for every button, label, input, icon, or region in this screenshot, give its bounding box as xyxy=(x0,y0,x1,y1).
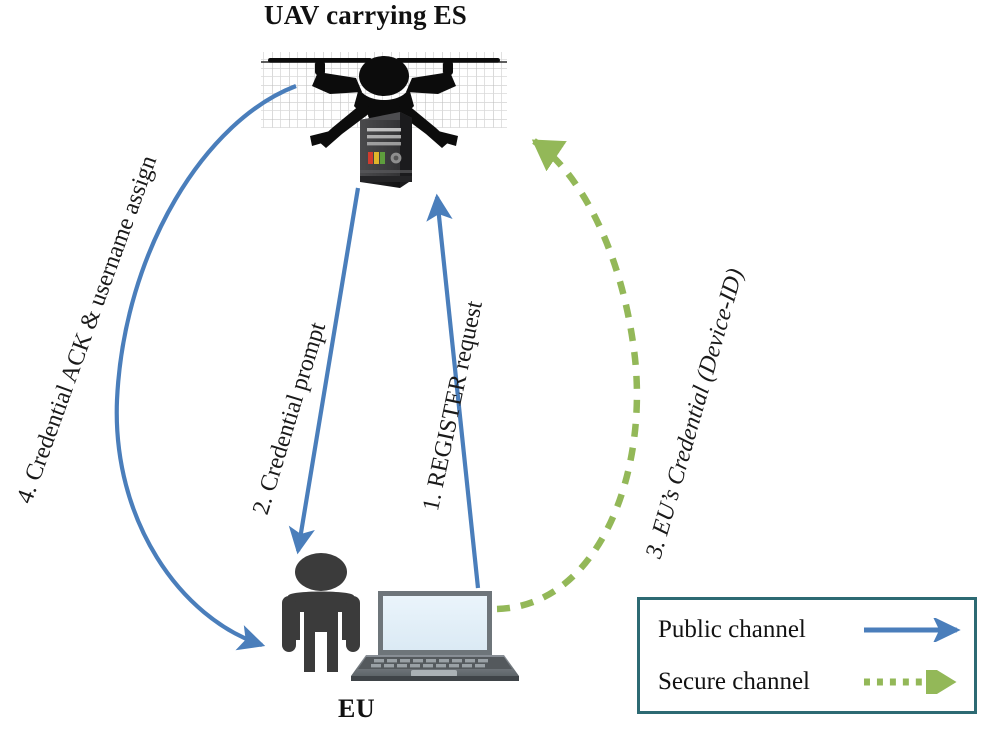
legend-label-public-channel: Public channel xyxy=(658,616,806,643)
legend: Public channel Secure channel xyxy=(637,597,977,714)
end-user-person-icon xyxy=(282,553,360,672)
flow-3-arrow xyxy=(496,138,641,613)
laptop-icon xyxy=(351,591,519,681)
legend-label-secure-channel: Secure channel xyxy=(658,668,811,695)
drone-icon xyxy=(268,56,500,148)
eu-node-label: EU xyxy=(338,694,376,723)
uav-node-label: UAV carrying ES xyxy=(264,0,468,30)
legend-item-secure-channel: Secure channel xyxy=(658,656,974,708)
flow-1-arrow xyxy=(426,193,481,589)
public-channel-arrow-icon xyxy=(864,618,962,642)
legend-item-public-channel: Public channel xyxy=(658,604,974,656)
edge-server-icon xyxy=(360,112,412,188)
flow-4-arrow xyxy=(114,84,297,651)
secure-channel-arrow-icon xyxy=(864,670,957,694)
flow-2-arrow xyxy=(288,187,361,555)
